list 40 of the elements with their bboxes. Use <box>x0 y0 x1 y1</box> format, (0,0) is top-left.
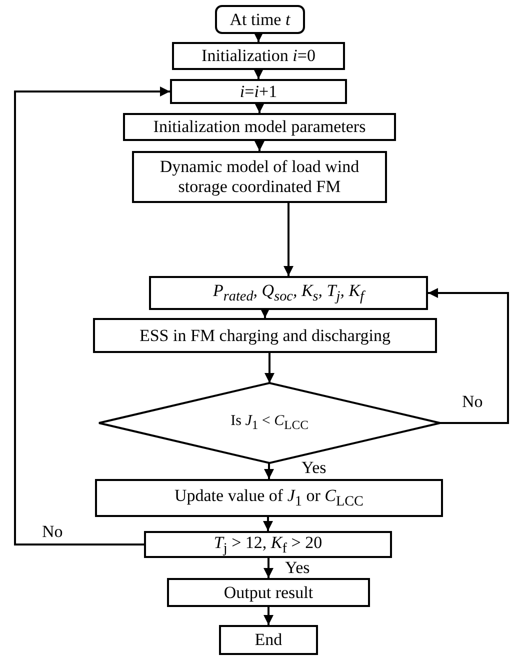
step-text: i=i+1 <box>240 82 278 102</box>
process-box <box>172 42 345 70</box>
arrow <box>263 517 273 531</box>
arrow <box>264 607 274 625</box>
step-text: Update value of J$_{1}$ or C$_{LCC}$ <box>174 486 364 510</box>
edge-label: No <box>460 393 485 410</box>
process-box <box>170 79 347 104</box>
arrow <box>264 558 274 578</box>
arrow <box>264 463 274 479</box>
terminal-box <box>215 5 305 34</box>
process-box <box>149 276 428 310</box>
process-box <box>167 578 370 607</box>
process-box <box>219 625 318 655</box>
arrow <box>254 32 264 42</box>
process-box <box>95 479 443 517</box>
step-text: P$_{rated}$, Q$_{soc}$, K$_{s}$, T$_{j}$, K$_{f}$ <box>213 281 364 305</box>
arrow <box>284 203 294 276</box>
arrow <box>428 288 509 424</box>
step-text: At time t <box>230 10 290 30</box>
step-text: Output result <box>224 582 314 602</box>
process-box <box>93 318 437 353</box>
step-text: End <box>254 630 282 650</box>
edge-label: No <box>40 522 65 540</box>
process-box <box>132 151 387 203</box>
arrow <box>14 86 170 546</box>
process-box <box>123 113 396 141</box>
step-text: Initialization model parameters <box>153 117 366 137</box>
step-text: Dynamic model of load wind storage coordinated FM <box>158 157 360 197</box>
step-text: T$_{j}$ > 12, K$_{f}$ > 20 <box>214 532 322 556</box>
edge-label: Yes <box>300 459 328 476</box>
arrow <box>254 141 264 151</box>
edge-label: Yes <box>283 559 312 576</box>
decision-text: Is J$_{1}$ < C$_{LCC}$ <box>230 413 308 433</box>
arrow <box>254 69 264 79</box>
step-text: Initialization i=0 <box>202 46 316 66</box>
arrow <box>260 308 270 318</box>
arrow <box>254 103 264 113</box>
step-text: ESS in FM charging and discharging <box>139 326 391 346</box>
arrow <box>264 353 274 383</box>
process-box <box>144 531 392 558</box>
